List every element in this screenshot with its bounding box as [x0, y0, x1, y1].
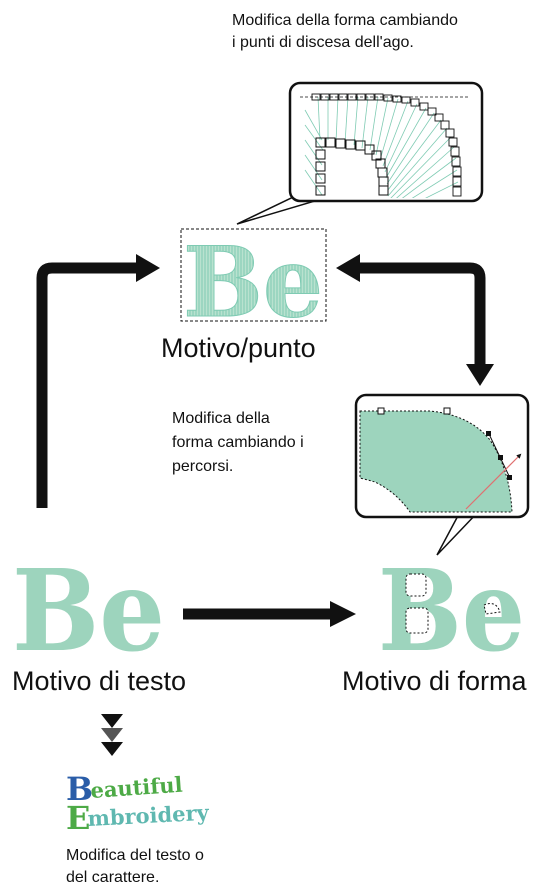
svg-text:Be: Be — [378, 546, 525, 677]
svg-text:eautiful: eautiful — [90, 772, 184, 803]
svg-text:B: B — [66, 770, 93, 808]
text-be-sample: Be — [12, 546, 165, 677]
arrow-right-icon — [330, 601, 356, 627]
stitch-zoom-callout — [236, 81, 484, 225]
arrow-right-icon — [136, 254, 160, 282]
svg-text:E: E — [66, 799, 90, 837]
stitch-pattern-label: Motivo/punto — [161, 333, 316, 363]
arrow-stitch-shape-bidirectional — [336, 254, 494, 386]
svg-text:Be: Be — [183, 226, 323, 339]
path-edit-caption: Modifica della forma cambiando i percors… — [172, 410, 304, 475]
stitch-closeup — [300, 93, 470, 198]
path-closeup — [359, 407, 522, 513]
arrow-text-to-shape — [183, 601, 356, 627]
path-zoom-callout — [354, 393, 530, 556]
text-edit-caption: Modifica del testo o del carattere. — [66, 847, 204, 887]
stitch-be-sample: Be — [180, 226, 327, 340]
arrow-down-icon — [466, 364, 494, 386]
shape-be-sample: Be — [378, 546, 525, 677]
double-chevron-down-icon — [101, 714, 123, 756]
text-pattern-label: Motivo di testo — [12, 666, 187, 696]
beautiful-embroidery-logo: B eautiful E mbroidery — [66, 770, 210, 837]
svg-text:Be: Be — [12, 546, 165, 677]
arrow-left-icon — [336, 254, 360, 282]
arrow-text-to-stitch — [36, 254, 160, 508]
stitch-edit-caption: Modifica della forma cambiando i punti d… — [232, 12, 458, 52]
shape-pattern-label: Motivo di forma — [342, 666, 527, 696]
svg-text:mbroidery: mbroidery — [87, 800, 210, 831]
